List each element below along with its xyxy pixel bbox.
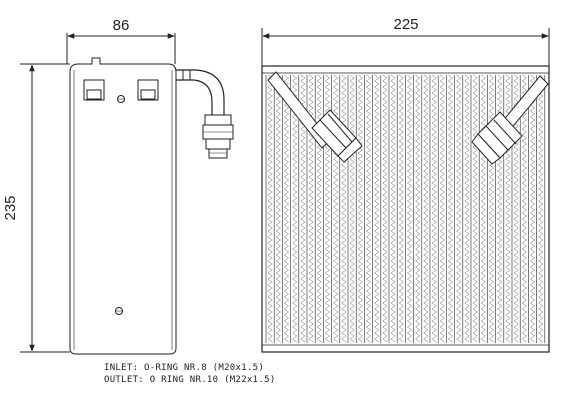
fin-wave [275,74,281,343]
fin-wave [357,74,363,343]
fin-wave [530,74,535,343]
fin-wave [415,74,421,343]
fin-wave [390,74,396,343]
fin-wave [407,74,412,343]
fin-wave [284,74,289,343]
inlet-note: INLET: O-RING NR.8 (M20x1.5) [104,363,265,373]
dimension-height: 235 [2,63,70,353]
fin-pattern [265,74,546,343]
dimension-front-width: 225 [261,16,550,66]
fin-wave [431,74,437,343]
outlet-note: OUTLET: O RING NR.10 (M22x1.5) [104,375,276,385]
fin-wave [341,74,347,343]
fin-wave [480,74,486,343]
fin-wave [292,74,298,343]
fin-wave [456,74,462,343]
outlet-pipe [471,75,549,165]
fin-wave [316,74,322,343]
dim-label-height: 235 [2,195,19,220]
fin-wave [439,74,445,343]
fin-wave [489,74,494,343]
fin-wave [374,74,380,343]
fin-wave [448,74,453,343]
dimension-side-width: 86 [66,17,176,64]
fin-wave [349,74,355,343]
fin-wave [464,74,470,343]
dim-label-side-width: 86 [113,17,130,34]
front-view [261,65,550,353]
fin-wave [538,74,544,343]
fin-wave [366,74,371,343]
side-view [69,57,234,355]
fin-wave [472,74,478,343]
fin-wave [423,74,429,343]
fin-wave [267,74,273,343]
inlet-pipe [267,71,363,163]
fin-wave [398,74,404,343]
dim-label-front-width: 225 [393,16,418,33]
fin-wave [521,74,527,343]
fin-wave [382,74,388,343]
